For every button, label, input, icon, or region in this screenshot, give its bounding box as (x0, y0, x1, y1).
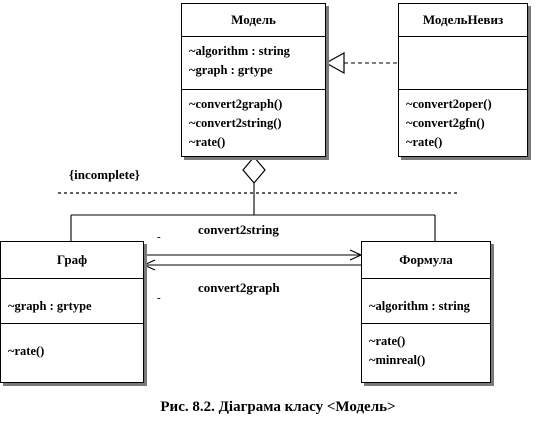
class-model-neviz[interactable]: МодельНевиз ~convert2oper() ~convert2gfn… (398, 3, 528, 157)
class-formula-op: ~minreal() (369, 353, 426, 367)
class-model-neviz-op: ~convert2gfn() (406, 116, 485, 130)
class-model-attributes: ~algorithm : string ~graph : grtype (182, 37, 325, 90)
class-graf[interactable]: Граф ~graph : grtype ~rate() (0, 241, 144, 383)
class-formula-op: ~rate() (369, 334, 406, 348)
class-formula-operations: ~rate() ~minreal() (362, 324, 490, 370)
class-model[interactable]: Модель ~algorithm : string ~graph : grty… (181, 3, 326, 157)
figure-caption: Рис. 8.2. Діаграма класу <Модель> (160, 399, 396, 415)
class-model-neviz-op: ~rate() (406, 135, 443, 149)
assoc-convert2graph-label: convert2graph (198, 280, 280, 295)
class-graf-attributes: ~graph : grtype (1, 279, 143, 324)
aggregation-diamond (242, 156, 266, 184)
class-model-op: ~convert2string() (189, 116, 282, 130)
class-model-op: ~convert2graph() (189, 97, 283, 111)
class-formula-attributes: ~algorithm : string (362, 279, 490, 324)
class-model-attr: ~graph : grtype (189, 63, 273, 77)
class-graf-op: ~rate() (8, 344, 45, 358)
class-model-neviz-operations: ~convert2oper() ~convert2gfn() ~rate() (399, 90, 527, 152)
assoc-convert2string-label: convert2string (198, 222, 279, 237)
class-graf-name: Граф (1, 242, 143, 279)
class-model-name: Модель (182, 4, 325, 37)
class-model-neviz-name: МодельНевиз (399, 4, 527, 37)
class-model-neviz-attributes (399, 37, 527, 90)
generalization-arrowhead (324, 51, 345, 75)
class-model-op: ~rate() (189, 135, 226, 149)
class-formula-name: Формула (362, 242, 490, 279)
constraint-label: {incomplete} (69, 167, 140, 182)
class-model-attr: ~algorithm : string (189, 44, 290, 58)
multiplicity-tick: - (157, 231, 161, 243)
class-formula[interactable]: Формула ~algorithm : string ~rate() ~min… (361, 241, 491, 383)
class-model-neviz-op: ~convert2oper() (406, 97, 492, 111)
class-graf-operations: ~rate() (1, 324, 143, 361)
assoc-convert2graph-arrow (142, 259, 156, 271)
class-model-operations: ~convert2graph() ~convert2string() ~rate… (182, 90, 325, 152)
class-graf-attr: ~graph : grtype (8, 299, 92, 313)
class-formula-attr: ~algorithm : string (369, 299, 470, 313)
multiplicity-tick: - (157, 292, 161, 304)
